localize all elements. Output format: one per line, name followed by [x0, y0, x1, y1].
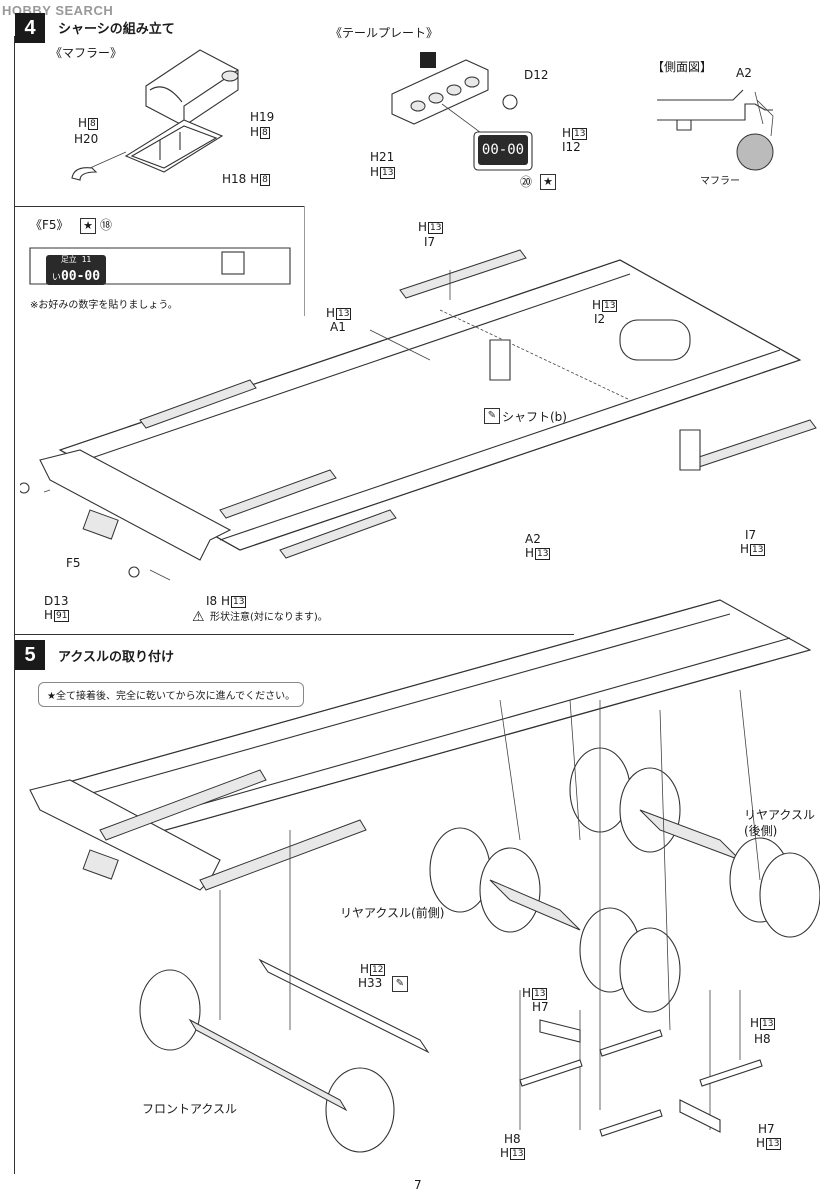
h33-tool-icon: ✎	[392, 976, 408, 992]
step5-number: 5	[15, 640, 45, 670]
h19-label: H19	[250, 110, 275, 124]
h20-runner-box: 8	[88, 118, 98, 130]
tailplate-drawing	[391, 52, 533, 171]
i7-right-runner-box: 13	[750, 544, 766, 556]
part-h20: H20	[74, 132, 99, 146]
part-h19: H19	[250, 110, 274, 124]
i7-top-runner-box: 13	[428, 222, 444, 234]
tailplate-label: 《テールプレート》	[330, 26, 439, 40]
step5-title: アクスルの取り付け	[58, 650, 174, 665]
f5-plate-top: 足立 11	[60, 255, 92, 264]
h7-d-label: H7	[758, 1122, 775, 1136]
f5-panel-label: 《F5》	[30, 218, 69, 232]
frame-assembly-drawing	[20, 249, 817, 581]
h19-runner-box: 8	[260, 127, 270, 139]
frame-a2: A2	[525, 532, 541, 546]
h8-b-label: H8	[754, 1032, 771, 1046]
step4-top-rule	[14, 36, 15, 636]
a1-runner-box: 13	[336, 308, 352, 320]
h7-a-runner-box: 13	[532, 988, 548, 1000]
step4-number: 4	[15, 13, 45, 43]
step4-title: シャーシの組み立て	[58, 22, 175, 37]
frame-i7-right: I7	[745, 528, 757, 542]
frame-i2: I2	[594, 312, 606, 326]
h8-c-runner-box: 13	[510, 1148, 526, 1160]
step4-section-vrule	[304, 206, 305, 316]
h33-label: H33	[358, 976, 383, 990]
i8-label: I8	[206, 594, 218, 608]
a2-runner-box: 13	[535, 548, 551, 560]
frame-f5: F5	[66, 556, 81, 570]
part-i12: I12	[562, 140, 581, 154]
rear-axle-rear-label-l2: (後側)	[744, 824, 778, 838]
rear-axle-rear-label-l1: リヤアクスル	[744, 808, 816, 822]
i12-runner-box: 13	[572, 128, 588, 140]
page-number: 7	[414, 1178, 422, 1192]
step5-note: ★全て接着後、完全に乾いてから次に進んでください。	[38, 682, 305, 707]
f5-decal-number: ⑱	[100, 218, 113, 232]
side-view-label: 【側面図】	[652, 60, 713, 74]
cement-icon	[420, 52, 436, 68]
step5-chassis-drawing	[29, 599, 820, 1153]
frame-i7-top: I7	[424, 235, 436, 249]
f5-plate-number: 00-00	[60, 269, 101, 284]
frame-caution: 形状注意(対になります)。	[210, 612, 328, 623]
i8-runner-box: 13	[231, 596, 247, 608]
f5-note: ※お好みの数字を貼りましょう。	[30, 300, 178, 311]
h7-a-label: H7	[532, 1000, 549, 1014]
front-axle-label: フロントアクスル	[142, 1102, 238, 1116]
muffler-drawing	[71, 49, 239, 181]
shaft-tool-icon: ✎	[484, 408, 500, 424]
tailplate-decal-number: ⑳	[520, 175, 533, 189]
step5-left-rule	[14, 634, 15, 1174]
rear-axle-front-label: リヤアクスル(前側)	[340, 906, 445, 920]
part-d12: D12	[524, 68, 549, 82]
d13-runner-box: 91	[54, 610, 70, 622]
star-sticker-icon: ★	[540, 174, 556, 190]
caution-icon: ⚠	[192, 609, 205, 625]
frame-d13: D13	[44, 594, 69, 608]
side-view-muffler: マフラー	[700, 176, 740, 187]
f5-number-plate: 足立 11 い00-00	[46, 255, 106, 285]
side-view-drawing	[657, 89, 774, 171]
f5-plate-prefix: い	[51, 273, 61, 283]
h21-runner-box: 13	[380, 167, 396, 179]
h12-runner-box: 12	[370, 964, 386, 976]
frame-shaft: シャフト(b)	[502, 410, 567, 424]
i2-runner-box: 13	[602, 300, 618, 312]
step4-section-rule	[14, 206, 304, 207]
h8-b-runner-box: 13	[760, 1018, 776, 1030]
frame-a1: A1	[330, 320, 346, 334]
side-view-a2: A2	[736, 66, 752, 80]
h18-label: H18	[222, 172, 247, 186]
tailplate-number-plate: 00-00	[478, 135, 528, 165]
h18-runner-box: 8	[260, 174, 270, 186]
f5-bumper-drawing	[29, 247, 291, 285]
h7-d-runner-box: 13	[766, 1138, 782, 1150]
muffler-label: 《マフラー》	[50, 46, 123, 60]
star-sticker-icon-f5: ★	[80, 218, 96, 234]
part-h21: H21	[370, 150, 395, 164]
h8-c-label: H8	[504, 1132, 521, 1146]
step5-divider-rule	[14, 634, 574, 635]
